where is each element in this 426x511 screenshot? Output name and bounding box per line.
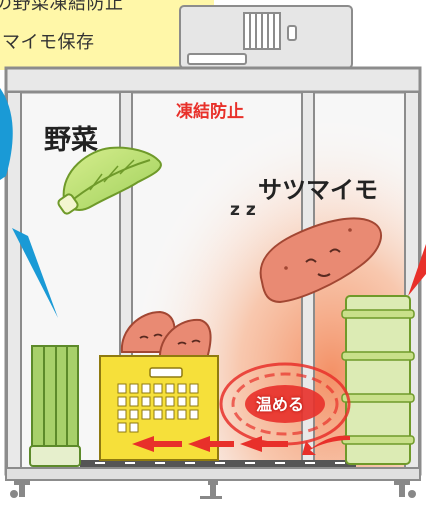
sweet-potatoes-in-crate <box>120 310 212 364</box>
label-frost-prevention: 凍結防止 <box>176 102 244 122</box>
caption-line-1: の野菜凍結防止 <box>0 0 124 14</box>
caption-box: の野菜凍結防止 マイモ保存 <box>0 0 214 70</box>
green-container-stack <box>341 295 415 465</box>
leafy-vegetable <box>57 146 162 215</box>
cold-air-indicator <box>0 88 58 318</box>
sleep-zz-icon: z z <box>230 200 256 220</box>
caption-line-2: マイモ保存 <box>2 32 95 53</box>
label-warming: 温める <box>256 395 305 414</box>
green-onion-bundle <box>29 345 81 467</box>
cooling-unit <box>179 5 353 69</box>
sleeping-sweet-potato <box>259 217 382 304</box>
label-vegetables: 野菜 <box>44 125 98 156</box>
label-sweet-potato: サツマイモ <box>258 176 378 204</box>
warming-badge <box>245 385 325 423</box>
heat-indicator <box>408 244 426 296</box>
airflow-arrows <box>132 435 350 455</box>
